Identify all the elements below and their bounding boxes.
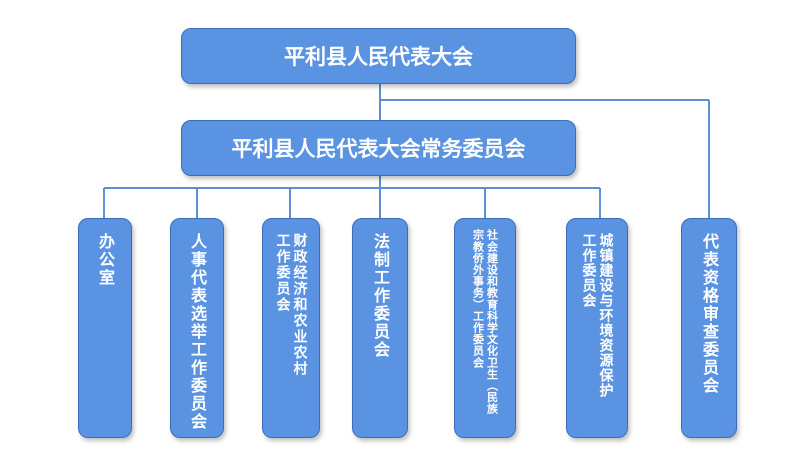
committee-label: 法制工作委员会: [371, 233, 390, 359]
standing-committee-label: 平利县人民代表大会常务委员会: [231, 137, 526, 161]
committee-social-education: 社会建设和教育科学文化卫生（民族 宗教侨外事务）工作委员会: [454, 218, 516, 438]
committee-finance-agriculture: 财政经济和农业农村 工作委员会: [262, 218, 320, 438]
committee-label-line-1: 城镇建设与环境资源保护: [597, 233, 614, 398]
committee-office: 办公室: [78, 218, 132, 438]
committee-personnel-election: 人事代表选举工作委员会: [170, 218, 224, 438]
committee-label: 办公室: [96, 233, 115, 287]
people-congress-label: 平利县人民代表大会: [284, 45, 473, 69]
committee-label-line-1: 财政经济和农业农村: [291, 233, 308, 377]
committee-credentials: 代表资格审查委员会: [681, 218, 737, 438]
committee-label-line-2: 工作委员会: [580, 233, 597, 308]
standing-committee-box: 平利县人民代表大会常务委员会: [181, 120, 576, 176]
committee-label-line-1: 社会建设和教育科学文化卫生（民族: [485, 229, 499, 415]
committee-label: 代表资格审查委员会: [700, 233, 719, 395]
committee-label-line-2: 工作委员会: [274, 233, 291, 313]
committee-label: 人事代表选举工作委员会: [188, 233, 207, 431]
people-congress-box: 平利县人民代表大会: [181, 28, 576, 84]
committee-label-line-2: 宗教侨外事务）工作委员会: [471, 229, 485, 369]
committee-legal: 法制工作委员会: [352, 218, 408, 438]
committee-urban-environment: 城镇建设与环境资源保护 工作委员会: [566, 218, 628, 438]
